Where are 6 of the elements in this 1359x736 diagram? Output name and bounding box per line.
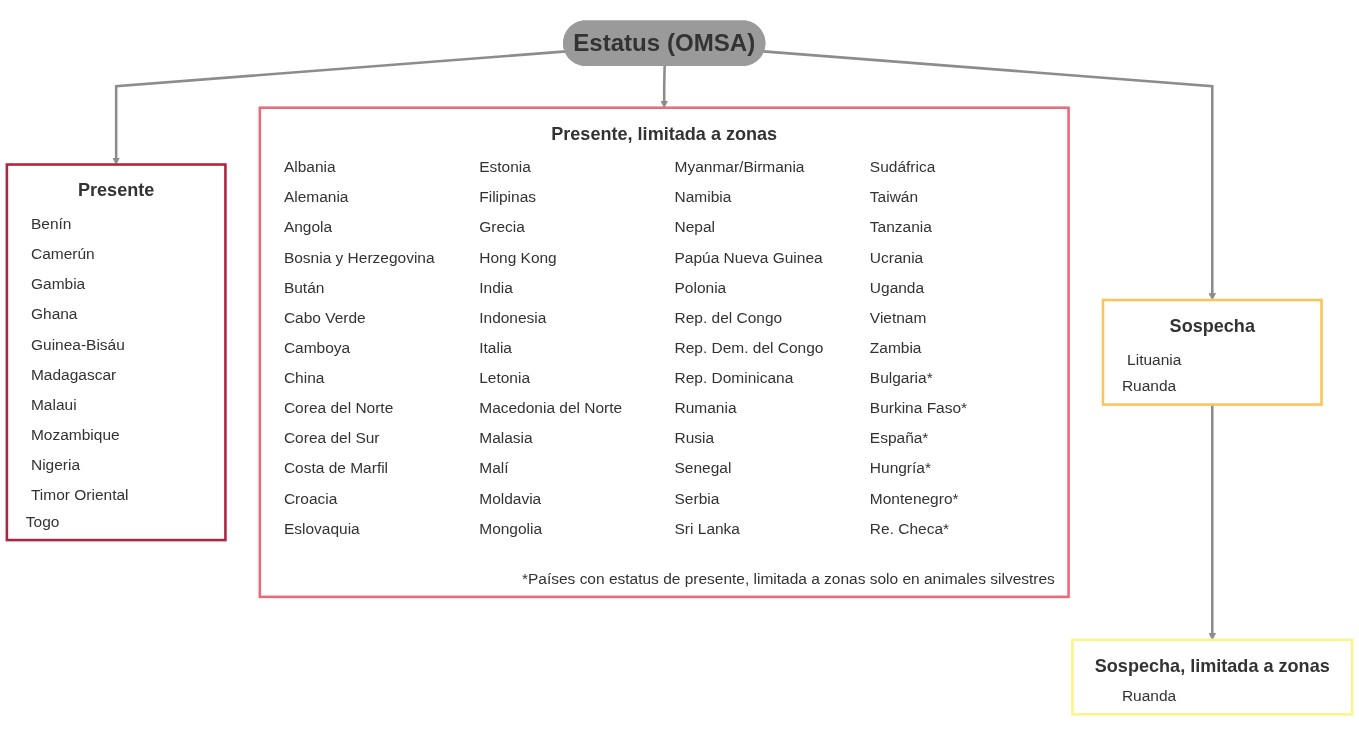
arrow — [762, 50, 1217, 301]
node-box: Presente Benín Camerún Gambia Ghana Guinea-Bisáu Madagascar Malaui Mozambique Nigeria Timor Oriental Togo — [5, 163, 227, 542]
node-box: Presente, limitada a zonas Albania Estonia Myanmar/Birmania Sudáfrica Alemania Filipinas Namibia Taiwán Angola Grecia Nepal Tanzania Bosnia y Herzegovina Hong Kong Papúa Nueva Guinea Ucrania Bután India Polonia Uganda Cabo Verde Indonesia Rep. del Congo Vietnam Camboya Italia Rep. Dem. del Congo Zambia China Letonia Rep. Dominicana Bulgaria* Corea del Norte Macedonia del Norte Rumania Burkina Faso* Corea del Sur Malasia Rusia España* Costa de Marfil Malí Senegal Hungría* Croacia Moldavia Serbia Montenegro* Eslovaquia Mongolia Sri Lanka Re. Checa* *Países con estatus de presente, limitada a zonas solo en animales silvestres — [258, 106, 1070, 599]
node-box: Sospecha, limitada a zonas Ruanda — [1071, 638, 1354, 716]
node-box: Sospecha Lituania Ruanda — [1101, 298, 1323, 406]
arrow — [112, 50, 567, 165]
